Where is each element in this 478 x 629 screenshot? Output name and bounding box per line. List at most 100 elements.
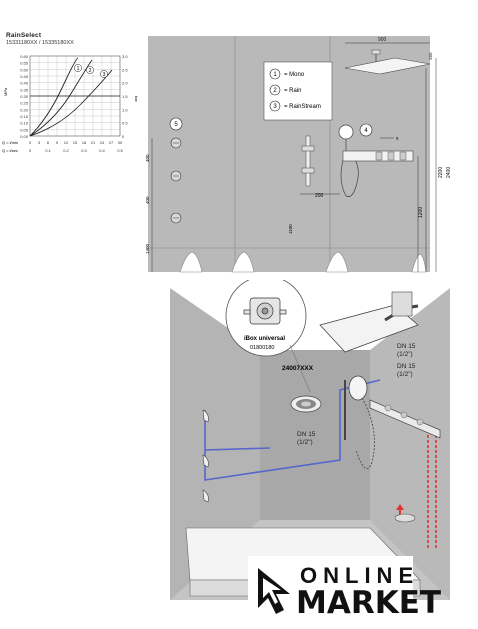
cursor-logo-icon xyxy=(258,568,290,614)
svg-text:0.25: 0.25 xyxy=(20,101,29,106)
legend-item-1: 1 = Mono xyxy=(269,68,305,80)
legend-item-3: 3 = RainStream xyxy=(269,100,321,112)
svg-text:5: 5 xyxy=(174,122,178,128)
svg-text:1.0: 1.0 xyxy=(122,107,128,112)
svg-text:0.10: 0.10 xyxy=(20,121,29,126)
ibox-label: iBox universal xyxy=(244,336,285,342)
svg-text:0.35: 0.35 xyxy=(20,87,29,92)
dim-left-1: 400 xyxy=(145,154,150,162)
logo-text-online: ONLINE xyxy=(300,563,420,588)
svg-text:(1/2"): (1/2") xyxy=(397,351,413,358)
svg-text:9: 9 xyxy=(56,140,59,145)
svg-text:3: 3 xyxy=(273,104,277,110)
svg-text:1.5: 1.5 xyxy=(122,94,128,99)
svg-text:0.2: 0.2 xyxy=(63,148,69,153)
svg-text:0.45: 0.45 xyxy=(20,74,29,79)
svg-text:3: 3 xyxy=(38,140,41,145)
svg-text:0: 0 xyxy=(29,140,32,145)
svg-text:0: 0 xyxy=(29,148,32,153)
svg-text:= Mono: = Mono xyxy=(284,72,305,78)
curve-2 xyxy=(29,59,93,137)
y-left-unit: MPa xyxy=(3,87,8,96)
thermostat-iso xyxy=(369,399,441,439)
svg-text:3: 3 xyxy=(103,72,106,78)
svg-text:3.0: 3.0 xyxy=(122,54,128,59)
y-right-ticks: 3.0 2.5 2.0 1.5 1.0 0.5 0 xyxy=(122,54,128,139)
overhead-shower xyxy=(344,49,431,75)
svg-text:12: 12 xyxy=(64,140,69,145)
svg-text:(1/2"): (1/2") xyxy=(397,371,413,378)
svg-text:21: 21 xyxy=(91,140,96,145)
dim-top: 900 xyxy=(378,37,387,43)
curve-label-3: 3 xyxy=(100,70,108,78)
elevation-drawing: 900 260 1 = Mono 2 = Rain 3 = RainStream… xyxy=(145,36,452,273)
svg-text:24: 24 xyxy=(100,140,105,145)
chart-subtitle: 15331180XX / 15335180XX xyxy=(6,40,74,46)
svg-text:0.60: 0.60 xyxy=(20,54,29,59)
svg-text:6: 6 xyxy=(47,140,50,145)
svg-text:DN 15: DN 15 xyxy=(397,343,416,350)
ibox-wall xyxy=(290,395,322,413)
svg-text:0.5: 0.5 xyxy=(117,148,123,153)
left-wall xyxy=(170,288,260,600)
q-row1-label: Q = l/min xyxy=(2,140,18,145)
ibox-code: 01800180 xyxy=(250,345,274,351)
svg-text:2: 2 xyxy=(273,88,277,94)
svg-text:0.4: 0.4 xyxy=(99,148,105,153)
q-row2-ticks: 0 0.1 0.2 0.3 0.4 0.5 xyxy=(29,148,124,153)
curve-label-2: 2 xyxy=(86,66,94,74)
svg-text:2.0: 2.0 xyxy=(122,81,128,86)
logo-text-market: MARKET xyxy=(296,585,442,621)
svg-text:4: 4 xyxy=(364,128,368,134)
svg-text:2.5: 2.5 xyxy=(122,67,128,72)
dim-rail-height: 1100 xyxy=(288,224,293,234)
dim-rail: 200 xyxy=(315,193,324,199)
svg-text:0.05: 0.05 xyxy=(20,127,29,132)
svg-text:2: 2 xyxy=(89,68,92,74)
svg-text:1: 1 xyxy=(77,66,80,72)
curve-3 xyxy=(29,69,113,137)
svg-text:0.55: 0.55 xyxy=(20,61,29,66)
hose xyxy=(355,397,375,470)
right-wall xyxy=(370,288,450,600)
shower-rail-iso xyxy=(344,375,368,440)
svg-text:0.3: 0.3 xyxy=(81,148,87,153)
svg-text:15: 15 xyxy=(73,140,78,145)
svg-text:0.1: 0.1 xyxy=(45,148,51,153)
dim-right-1: 2200 xyxy=(438,167,444,178)
legend-item-2: 2 = Rain xyxy=(269,84,302,96)
y-right-unit: bar xyxy=(134,96,139,102)
svg-text:0.40: 0.40 xyxy=(20,81,29,86)
side-valves xyxy=(202,409,209,503)
floor-drains xyxy=(179,251,427,273)
curve-label-1: 1 xyxy=(74,64,82,72)
flow-chart: 1 2 3 0.60 0.55 0.50 0.45 0.40 0.35 0.30… xyxy=(2,54,139,153)
dim-right-3: 1200 xyxy=(418,207,424,218)
svg-text:(1/2"): (1/2") xyxy=(297,439,313,446)
svg-text:= RainStream: = RainStream xyxy=(284,104,321,110)
svg-text:DN 15: DN 15 xyxy=(297,431,316,438)
svg-text:27: 27 xyxy=(109,140,114,145)
dim-right-small: 260 xyxy=(428,52,433,60)
dim-left-3: 1400 xyxy=(145,243,150,254)
svg-text:0.50: 0.50 xyxy=(20,67,29,72)
marker-4: 4 xyxy=(359,123,373,137)
dim-shelf: x xyxy=(396,136,399,142)
svg-text:0.5: 0.5 xyxy=(122,121,128,126)
svg-text:= Rain: = Rain xyxy=(284,88,302,94)
floor-drain xyxy=(394,513,416,523)
svg-text:1: 1 xyxy=(273,72,277,78)
svg-text:0.15: 0.15 xyxy=(20,114,29,119)
hand-shower xyxy=(338,124,359,197)
overhead-shower-iso xyxy=(319,291,419,353)
svg-text:0.00: 0.00 xyxy=(20,134,29,139)
svg-text:0: 0 xyxy=(122,134,125,139)
curve-1 xyxy=(29,57,79,137)
svg-text:DN 15: DN 15 xyxy=(397,363,416,370)
dim-left-2: 400 xyxy=(145,196,150,204)
dn-labels: DN 15 (1/2") DN 15 (1/2") DN 15 (1/2") xyxy=(297,343,416,446)
svg-text:0.20: 0.20 xyxy=(20,107,29,112)
svg-text:0.30: 0.30 xyxy=(20,94,29,99)
svg-text:18: 18 xyxy=(82,140,87,145)
